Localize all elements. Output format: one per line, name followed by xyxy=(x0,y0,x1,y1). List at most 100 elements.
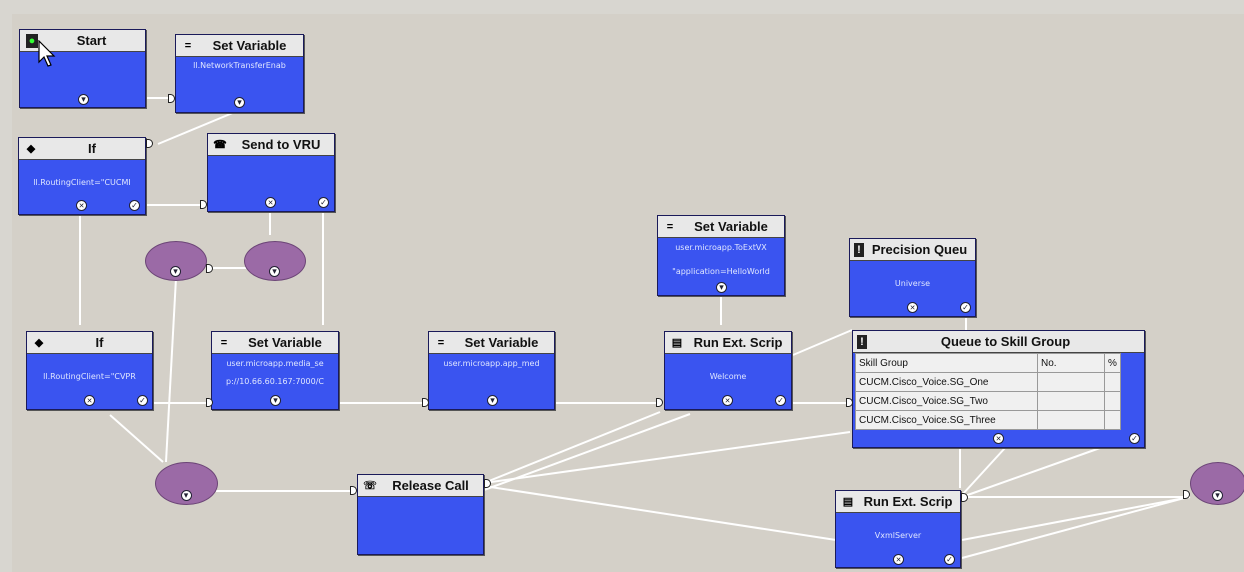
equals-icon: = xyxy=(220,336,228,349)
set-variable-3-title: Set Variable xyxy=(464,335,539,350)
run-ext-script-node-1[interactable]: ▤ Run Ext. Scrip Welcome xyxy=(664,331,792,410)
connector-2-output-port[interactable] xyxy=(269,266,280,277)
release-call-input-port-right[interactable] xyxy=(484,479,491,488)
connector-1-input-port[interactable] xyxy=(206,264,213,273)
set-variable-4-title: Set Variable xyxy=(694,219,768,234)
set-variable-3-input-port[interactable] xyxy=(422,398,429,407)
run-ext-script-2-input-port[interactable] xyxy=(961,493,968,502)
connector-4-input-port[interactable] xyxy=(1183,490,1190,499)
connector-node-2[interactable] xyxy=(244,241,306,281)
set-variable-1-header: = Set Variable xyxy=(176,35,303,57)
set-variable-node-1[interactable]: = Set Variable ll.NetworkTransferEnab xyxy=(175,34,304,113)
table-cell xyxy=(1037,410,1105,430)
queue-to-skill-group-node[interactable]: ! Queue to Skill Group Skill Group No. %… xyxy=(852,330,1145,448)
set-variable-1-value: ll.NetworkTransferEnab xyxy=(193,61,286,70)
table-cell xyxy=(1104,410,1121,430)
start-node-title: Start xyxy=(76,33,107,48)
set-variable-1-input-port[interactable] xyxy=(168,94,175,103)
if-1-false-port[interactable] xyxy=(76,200,87,211)
if-node-1[interactable]: ◆ If ll.RoutingClient="CUCMI xyxy=(18,137,146,215)
set-variable-node-4[interactable]: = Set Variable user.microapp.ToExtVX "ap… xyxy=(657,215,785,296)
set-variable-node-3[interactable]: = Set Variable user.microapp.app_med xyxy=(428,331,555,410)
run-ext-script-2-failure-port[interactable] xyxy=(893,554,904,565)
set-variable-4-value-line2: "application=HelloWorld xyxy=(672,267,770,276)
start-node-header: ● Start xyxy=(20,30,145,52)
send-to-vru-header: ☎ Send to VRU xyxy=(208,134,334,156)
column-header: % xyxy=(1104,353,1121,373)
queue-title: Queue to Skill Group xyxy=(940,334,1071,349)
send-to-vru-failure-port[interactable] xyxy=(265,197,276,208)
if-1-condition: ll.RoutingClient="CUCMI xyxy=(33,178,131,187)
if-1-true-port[interactable] xyxy=(129,200,140,211)
release-call-input-port[interactable] xyxy=(350,486,357,495)
set-variable-2-header: = Set Variable xyxy=(212,332,338,354)
if-2-header: ◆ If xyxy=(27,332,152,354)
queue-success-port[interactable] xyxy=(1129,433,1140,444)
set-variable-3-output-port[interactable] xyxy=(487,395,498,406)
skill-group-table: Skill Group No. % CUCM.Cisco_Voice.SG_On… xyxy=(855,353,1121,430)
if-1-input-port[interactable] xyxy=(146,139,153,148)
run-ext-script-1-title: Run Ext. Scrip xyxy=(693,335,783,350)
diamond-icon: ◆ xyxy=(26,143,36,155)
run-ext-script-2-header: ▤ Run Ext. Scrip xyxy=(836,491,960,513)
release-call-node[interactable]: ☏ Release Call xyxy=(357,474,484,555)
precision-queue-value: Universe xyxy=(894,279,931,288)
set-variable-2-input-port[interactable] xyxy=(206,398,213,407)
precision-queue-node[interactable]: ! Precision Queu Universe xyxy=(849,238,976,317)
precision-queue-header: ! Precision Queu xyxy=(850,239,975,261)
set-variable-4-header: = Set Variable xyxy=(658,216,784,238)
equals-icon: = xyxy=(666,220,674,233)
run-ext-script-1-success-port[interactable] xyxy=(775,395,786,406)
if-node-2[interactable]: ◆ If ll.RoutingClient="CVPR xyxy=(26,331,153,410)
start-output-port[interactable] xyxy=(78,94,89,105)
precision-queue-failure-port[interactable] xyxy=(907,302,918,313)
mouse-pointer-icon xyxy=(38,40,56,67)
if-2-true-port[interactable] xyxy=(137,395,148,406)
run-ext-script-1-failure-port[interactable] xyxy=(722,395,733,406)
table-cell: CUCM.Cisco_Voice.SG_Three xyxy=(855,410,1038,430)
release-icon: ☏ xyxy=(363,480,377,492)
send-to-vru-node[interactable]: ☎ Send to VRU xyxy=(207,133,335,212)
connector-3-output-port[interactable] xyxy=(180,490,192,501)
run-ext-script-node-2[interactable]: ▤ Run Ext. Scrip VxmlServer xyxy=(835,490,961,568)
set-variable-2-output-port[interactable] xyxy=(270,395,281,406)
run-ext-script-2-title: Run Ext. Scrip xyxy=(863,494,953,509)
run-ext-script-2-success-port[interactable] xyxy=(944,554,955,565)
set-variable-4-output-port[interactable] xyxy=(716,282,727,293)
table-row[interactable]: CUCM.Cisco_Voice.SG_Two xyxy=(855,391,1121,411)
release-call-title: Release Call xyxy=(392,478,469,493)
run-ext-script-1-input-port[interactable] xyxy=(656,398,663,407)
table-cell xyxy=(1037,372,1105,392)
connector-node-4[interactable] xyxy=(1190,462,1244,505)
queue-failure-port[interactable] xyxy=(993,433,1004,444)
traffic-light-icon: ● xyxy=(26,33,38,48)
if-2-false-port[interactable] xyxy=(84,395,95,406)
set-variable-1-output-port[interactable] xyxy=(234,97,245,108)
if-2-title: If xyxy=(95,335,104,350)
table-cell: CUCM.Cisco_Voice.SG_One xyxy=(855,372,1038,392)
equals-icon: = xyxy=(437,336,445,349)
if-1-title: If xyxy=(88,141,96,156)
table-row[interactable]: CUCM.Cisco_Voice.SG_One xyxy=(855,372,1121,392)
script-icon: ▤ xyxy=(842,496,854,508)
connector-node-3[interactable] xyxy=(155,462,218,505)
set-variable-2-title: Set Variable xyxy=(248,335,322,350)
queue-input-port[interactable] xyxy=(846,398,853,407)
table-cell xyxy=(1037,391,1105,411)
send-to-vru-input-port[interactable] xyxy=(200,200,207,209)
queue-icon: ! xyxy=(857,334,867,349)
release-call-header: ☏ Release Call xyxy=(358,475,483,497)
table-row[interactable]: CUCM.Cisco_Voice.SG_Three xyxy=(855,410,1121,430)
set-variable-3-header: = Set Variable xyxy=(429,332,554,354)
connector-node-1[interactable] xyxy=(145,241,207,281)
connector-1-output-port[interactable] xyxy=(170,266,181,277)
set-variable-1-title: Set Variable xyxy=(212,38,287,53)
set-variable-2-value-line2: p://10.66.60.167:7000/C xyxy=(226,377,324,386)
precision-queue-success-port[interactable] xyxy=(960,302,971,313)
send-to-vru-success-port[interactable] xyxy=(318,197,329,208)
set-variable-node-2[interactable]: = Set Variable user.microapp.media_se p:… xyxy=(211,331,339,410)
connector-4-output-port[interactable] xyxy=(1212,490,1223,501)
run-ext-script-1-value: Welcome xyxy=(709,372,747,381)
